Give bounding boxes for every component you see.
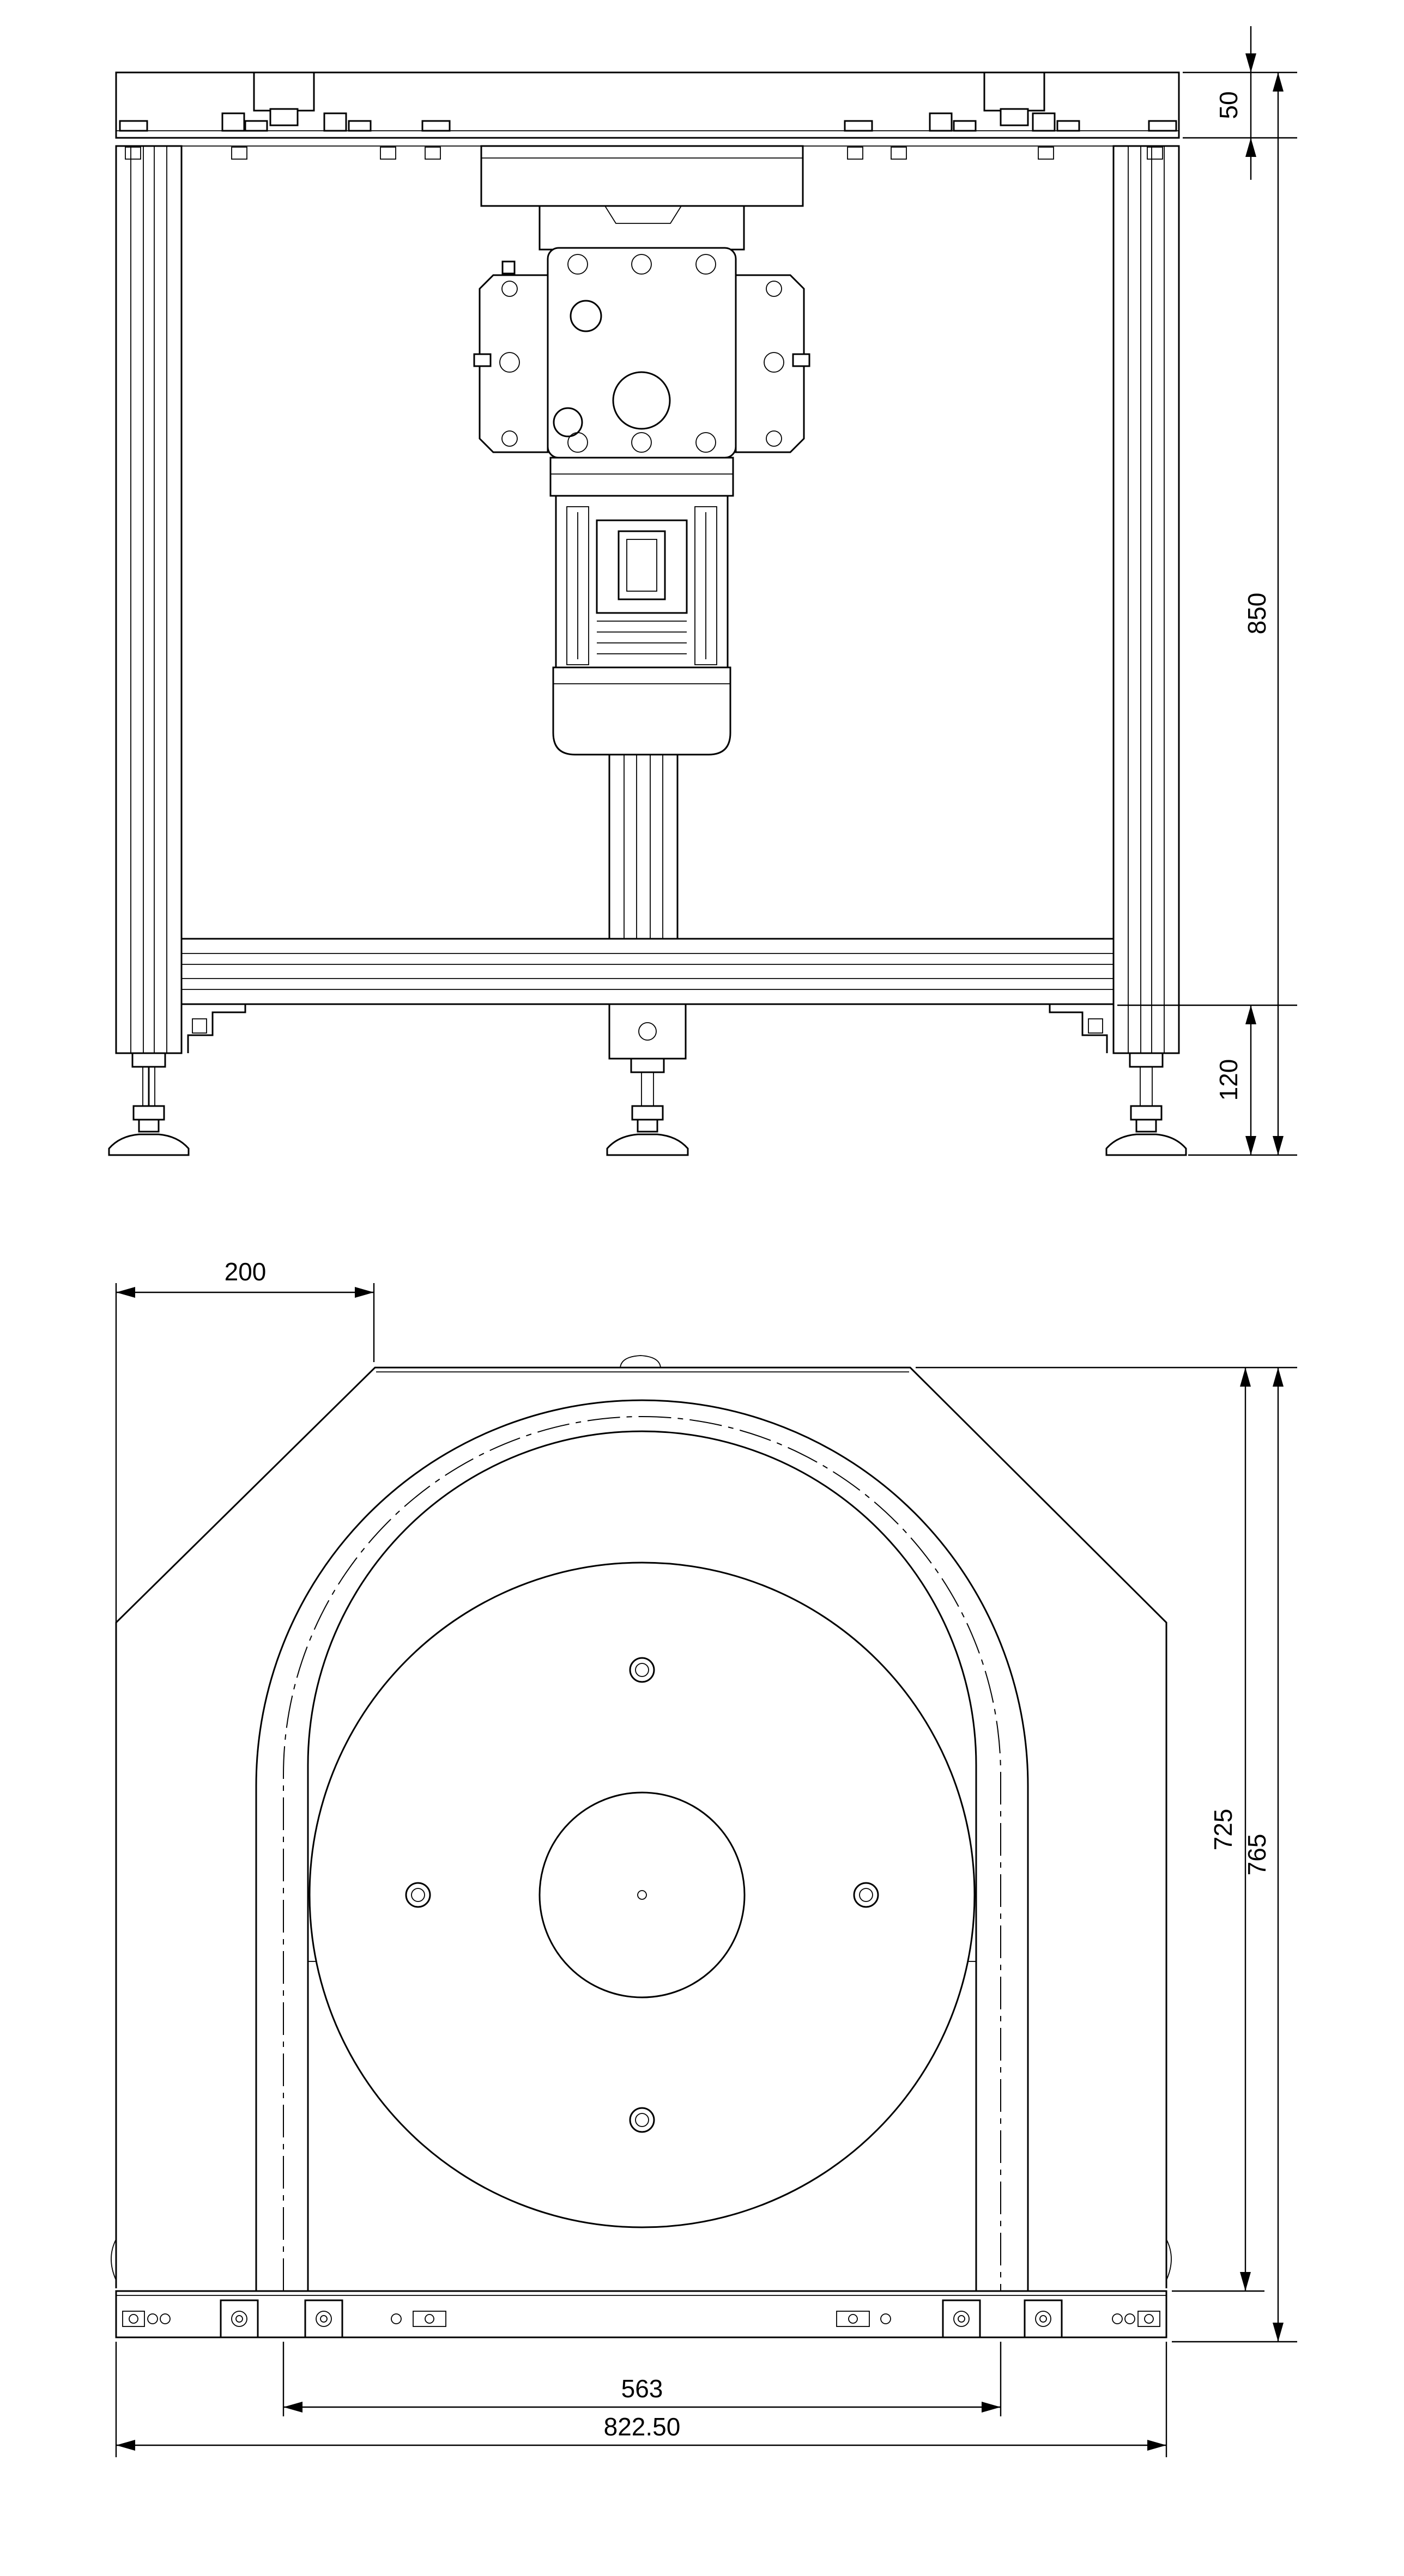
frame-outline xyxy=(115,1366,1167,2288)
turntable-bolt-bottom xyxy=(629,2107,655,2133)
central-post xyxy=(608,751,679,940)
turntable xyxy=(308,1562,976,2228)
dim-front-total-height: 850 xyxy=(1243,593,1271,635)
dim-top-total-width: 822.50 xyxy=(604,2413,681,2441)
leveling-foot-left xyxy=(108,1052,190,1156)
top-dimensions: 200 725 765 563 xyxy=(115,1257,1297,2457)
dim-front-top-rail-height: 50 xyxy=(1214,91,1243,119)
gearbox xyxy=(473,145,810,497)
top-view: 200 725 765 563 xyxy=(111,1257,1297,2457)
front-dimensions: 50 850 120 xyxy=(1117,26,1297,1156)
turntable-bolt-right xyxy=(853,1882,879,1908)
dim-top-total-depth: 765 xyxy=(1243,1834,1271,1876)
curved-guide xyxy=(255,1399,1029,2291)
dim-front-foot-height: 120 xyxy=(1214,1059,1243,1101)
cross-beam xyxy=(180,938,1115,1060)
turntable-bolt-top xyxy=(629,1657,655,1683)
turntable-bolt-left xyxy=(405,1882,431,1908)
front-view: 50 850 120 xyxy=(108,26,1297,1156)
dim-top-inner-width: 563 xyxy=(621,2374,663,2403)
motor xyxy=(552,495,731,756)
right-leg xyxy=(1112,145,1180,1054)
base-rail xyxy=(111,2239,1172,2338)
left-leg xyxy=(115,145,183,1054)
leveling-foot-right xyxy=(1105,1052,1187,1156)
dim-top-chamfer-offset: 200 xyxy=(225,1257,267,1286)
leveling-foot-center xyxy=(606,1058,689,1156)
dim-top-inner-depth: 725 xyxy=(1209,1809,1237,1851)
top-plate xyxy=(115,71,1180,160)
